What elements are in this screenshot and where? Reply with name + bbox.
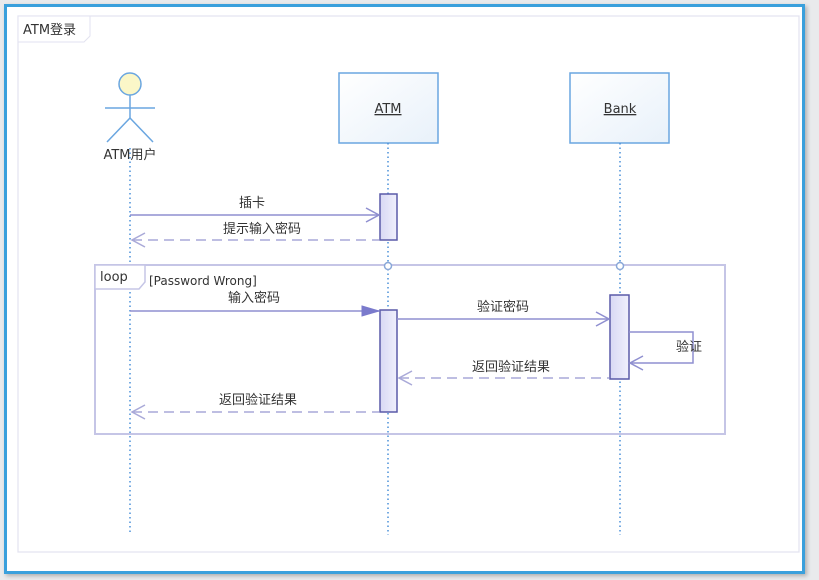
message-prompt-password[interactable]: 提示输入密码 — [130, 221, 379, 248]
message-label: 验证 — [676, 339, 702, 355]
participant-label: ATM — [374, 102, 401, 117]
message-return-result-atm[interactable]: 返回验证结果 — [130, 392, 379, 420]
message-return-result-bank[interactable]: 返回验证结果 — [397, 359, 609, 386]
arrow-open-icon — [397, 370, 413, 386]
actor-right-leg — [129, 117, 154, 143]
message-insert-card[interactable]: 插卡 — [130, 196, 381, 223]
actor-head-icon — [118, 72, 142, 96]
arrow-open-icon — [365, 207, 381, 223]
participant-box — [338, 72, 439, 144]
fragment-frame — [94, 264, 726, 435]
fragment-guard: [Password Wrong] — [149, 274, 257, 288]
participant-bank[interactable]: Bank — [569, 72, 670, 144]
message-label: 返回验证结果 — [472, 359, 550, 375]
message-enter-password[interactable]: 输入密码 — [130, 290, 381, 317]
fragment-gate-bank — [615, 261, 625, 271]
actor-atm-user[interactable]: ATM用户 — [103, 72, 157, 163]
fragment-gate-atm — [383, 261, 393, 271]
diagram-title-tab — [17, 15, 91, 43]
message-label: 提示输入密码 — [223, 221, 301, 237]
arrow-open-icon — [130, 404, 146, 420]
actor-left-leg — [106, 117, 131, 143]
loop-fragment[interactable]: loop [Password Wrong] — [94, 261, 726, 435]
arrow-open-icon — [628, 355, 644, 371]
participant-label: Bank — [604, 102, 637, 117]
message-verify-password[interactable]: 验证密码 — [397, 299, 611, 327]
activation-bank-1 — [609, 294, 630, 380]
arrow-filled-icon — [361, 305, 381, 317]
actor-label: ATM用户 — [103, 147, 156, 163]
message-label: 插卡 — [239, 196, 265, 211]
message-self-verify[interactable]: 验证 — [628, 331, 702, 371]
participant-atm[interactable]: ATM — [338, 72, 439, 144]
message-label: 输入密码 — [228, 290, 280, 306]
message-line — [629, 331, 694, 364]
participant-box — [569, 72, 670, 144]
arrow-open-icon — [595, 311, 611, 327]
activation-atm-1 — [379, 193, 398, 241]
message-label: 验证密码 — [477, 299, 529, 315]
diagram-frame — [17, 15, 800, 553]
fragment-operator-tab — [94, 264, 146, 290]
diagram-title: ATM登录 — [23, 23, 76, 38]
arrow-open-icon — [130, 232, 146, 248]
activation-atm-2 — [379, 309, 398, 413]
message-label: 返回验证结果 — [219, 392, 297, 408]
fragment-operator: loop — [100, 270, 128, 285]
